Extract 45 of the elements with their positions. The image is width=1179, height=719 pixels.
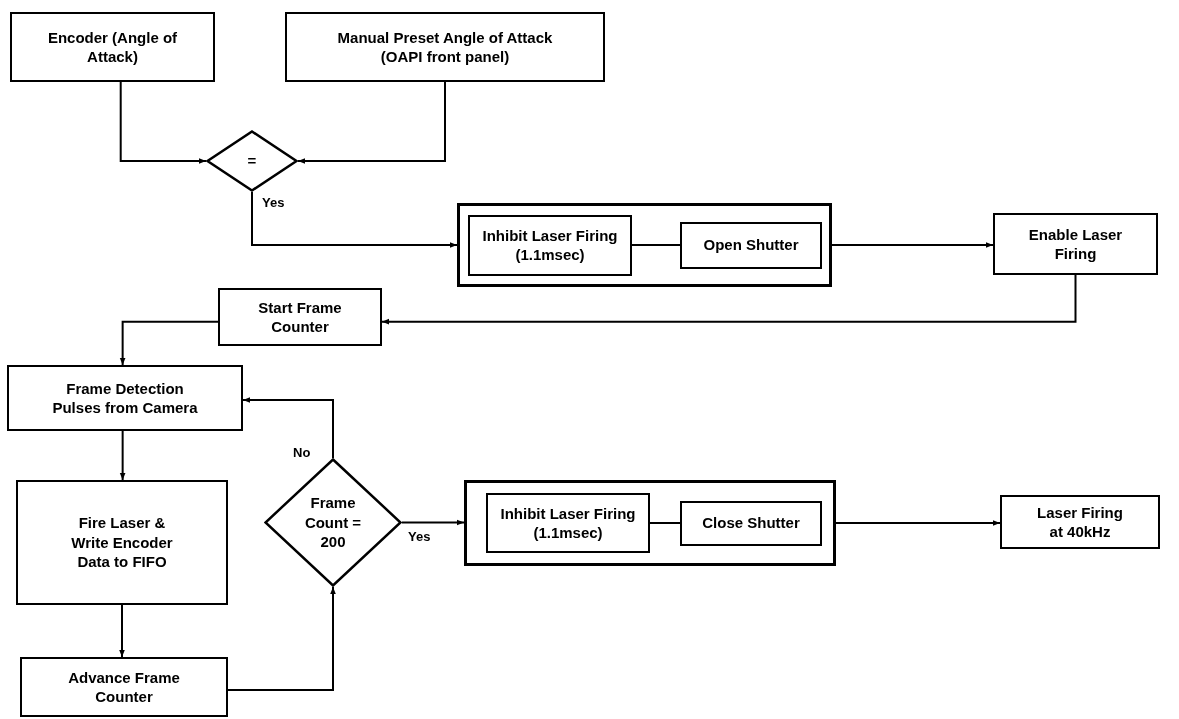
arrow [119, 430, 126, 481]
arrow [381, 274, 1077, 325]
node-label: Open Shutter [703, 235, 799, 255]
node-label: Enable Laser Firing [1027, 224, 1124, 264]
arrow [831, 242, 994, 248]
node-label: Close Shutter [702, 513, 800, 533]
node-label: Fire Laser & Write Encoder Data to FIFO [70, 513, 174, 572]
node-label: Inhibit Laser Firing (1.1msec) [499, 503, 637, 543]
arrow [835, 520, 1001, 526]
process-box [16, 480, 228, 605]
arrow [401, 519, 465, 526]
process-box [218, 288, 382, 346]
process-box [20, 657, 228, 717]
arrow [297, 81, 446, 164]
process-box [486, 493, 650, 553]
edge-label: Yes [260, 196, 287, 209]
arrow [119, 81, 207, 164]
group-box [464, 480, 836, 566]
edge-label: Yes [406, 530, 433, 543]
process-box [680, 221, 822, 269]
node-label: Encoder (Angle of Attack) [46, 27, 179, 67]
process-box [7, 365, 243, 431]
process-box [993, 213, 1158, 275]
node-label: Laser Firing at 40kHz [1036, 502, 1124, 542]
group-box [457, 203, 832, 287]
node-label: Manual Preset Angle of Attack (OAPI front panel) [336, 27, 554, 67]
node-label: Advance Frame Counter [67, 667, 181, 707]
arrow [242, 397, 334, 459]
edge-label: No [291, 446, 313, 459]
process-box [285, 12, 605, 82]
arrow [227, 586, 336, 691]
node-label: = [247, 151, 257, 171]
decision-diamond [206, 130, 298, 192]
process-box [468, 214, 632, 276]
node-label: Inhibit Laser Firing (1.1msec) [481, 225, 619, 265]
node-label: Frame Count = 200 [304, 493, 362, 552]
process-box [10, 12, 215, 82]
process-box [1000, 495, 1160, 549]
arrow [251, 191, 458, 248]
node-label: Start Frame Counter [257, 297, 343, 337]
arrow [119, 604, 125, 658]
process-box [680, 500, 822, 546]
arrow [119, 320, 219, 366]
node-label: Frame Detection Pulses from Camera [51, 378, 199, 418]
decision-diamond [264, 458, 402, 587]
